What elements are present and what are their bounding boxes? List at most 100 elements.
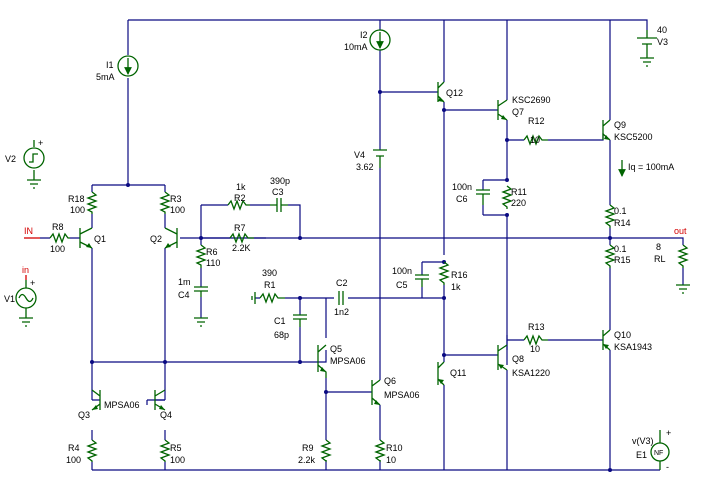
resistor-r12: R12 10 <box>523 116 548 146</box>
svg-text:NF: NF <box>654 450 663 457</box>
svg-text:C3: C3 <box>272 187 284 197</box>
svg-text:3.62: 3.62 <box>356 162 374 172</box>
svg-text:R16: R16 <box>451 270 468 280</box>
svg-text:+: + <box>38 138 43 148</box>
svg-text:MPSA06: MPSA06 <box>104 400 140 410</box>
svg-text:Q11: Q11 <box>450 368 466 378</box>
transistor-q1: Q1 <box>79 227 106 249</box>
svg-text:C4: C4 <box>178 290 190 300</box>
svg-text:Q12: Q12 <box>446 88 463 98</box>
svg-text:Q6: Q6 <box>384 376 396 386</box>
svg-text:40: 40 <box>657 25 667 35</box>
svg-text:5mA: 5mA <box>96 72 115 82</box>
svg-text:IN: IN <box>24 226 33 236</box>
svg-text:100: 100 <box>170 205 185 215</box>
svg-text:C2: C2 <box>336 278 348 288</box>
svg-text:10: 10 <box>530 344 540 354</box>
svg-text:100: 100 <box>70 205 85 215</box>
svg-text:MPSA06: MPSA06 <box>330 356 366 366</box>
svg-text:R4: R4 <box>68 443 80 453</box>
svg-text:R11: R11 <box>511 187 527 197</box>
svg-text:R6: R6 <box>206 247 218 257</box>
svg-text:110: 110 <box>206 258 220 268</box>
svg-text:v(V3): v(V3) <box>632 436 654 446</box>
current-source-i2: I2 10mA <box>344 29 391 52</box>
resistor-r7: R7 2.2K <box>229 223 254 253</box>
capacitor-c4: 1m C4 <box>178 277 208 327</box>
svg-text:100n: 100n <box>452 182 472 192</box>
transistor-q9: Q9 KSC5200 <box>602 119 653 142</box>
svg-text:RL: RL <box>654 254 666 264</box>
transistor-q4: Q4 MPSA06 <box>104 389 172 420</box>
svg-text:KSC5200: KSC5200 <box>614 132 653 142</box>
transistor-q8: Q8 KSA1220 <box>497 344 550 378</box>
iq-annotation: Iq = 100mA <box>618 160 674 177</box>
svg-text:KSA1943: KSA1943 <box>614 342 652 352</box>
out-port: out <box>674 226 687 236</box>
resistor-r9: R9 2.2k <box>298 439 332 465</box>
resistor-r10: R10 10 <box>374 439 403 465</box>
svg-text:KSA1220: KSA1220 <box>512 368 550 378</box>
svg-text:68p: 68p <box>274 330 289 340</box>
svg-text:C6: C6 <box>456 194 468 204</box>
svg-text:-: - <box>666 462 669 472</box>
svg-text:R2: R2 <box>234 193 246 203</box>
transistor-q7: KSC2690 Q7 <box>497 95 551 121</box>
resistor-r16: R16 1k <box>438 261 468 292</box>
resistor-r13: R13 10 <box>523 322 548 354</box>
svg-text:Q2: Q2 <box>150 234 162 244</box>
svg-text:100: 100 <box>170 455 185 465</box>
resistor-r8: R8 100 <box>49 222 70 254</box>
junction-dots <box>90 90 612 472</box>
svg-text:2.2K: 2.2K <box>232 243 251 253</box>
svg-text:I2: I2 <box>360 30 368 40</box>
wires <box>40 19 684 471</box>
svg-text:10: 10 <box>530 135 540 145</box>
svg-text:390p: 390p <box>270 176 290 186</box>
capacitor-c2: C2 1n2 <box>334 278 349 317</box>
svg-text:100n: 100n <box>392 266 412 276</box>
svg-text:8: 8 <box>656 242 661 252</box>
svg-text:Q10: Q10 <box>614 330 631 340</box>
svg-text:R9: R9 <box>302 443 314 453</box>
svg-text:I1: I1 <box>106 60 114 70</box>
svg-text:R1: R1 <box>264 280 276 290</box>
svg-text:220: 220 <box>511 198 526 208</box>
svg-text:1m: 1m <box>178 277 191 287</box>
capacitor-c3: 390p C3 <box>270 176 290 212</box>
svg-text:R10: R10 <box>386 443 403 453</box>
resistor-rl: 8 RL <box>654 242 690 294</box>
svg-text:V3: V3 <box>657 37 668 47</box>
svg-text:V1: V1 <box>4 294 15 304</box>
svg-text:+: + <box>666 428 671 438</box>
svg-text:C5: C5 <box>396 280 408 290</box>
svg-text:C1: C1 <box>274 316 286 326</box>
current-source-i1: I1 5mA <box>96 55 139 82</box>
svg-text:Q5: Q5 <box>330 344 342 354</box>
svg-text:Q4: Q4 <box>160 410 172 420</box>
resistor-r3: R3 100 <box>159 191 185 215</box>
svg-text:Iq = 100mA: Iq = 100mA <box>628 162 674 172</box>
svg-text:100: 100 <box>50 244 65 254</box>
svg-text:V4: V4 <box>354 150 365 160</box>
source-e1: NF + - v(V3) E1 <box>632 428 671 472</box>
svg-text:Q3: Q3 <box>78 410 90 420</box>
svg-text:0.1: 0.1 <box>614 206 627 216</box>
transistor-q2: Q2 <box>150 227 178 249</box>
svg-text:0.1: 0.1 <box>614 244 627 254</box>
resistor-r11: R11 220 <box>501 185 527 209</box>
resistor-r6: R6 110 <box>195 244 220 268</box>
svg-text:10: 10 <box>386 455 396 465</box>
transistor-q12: Q12 <box>437 81 463 103</box>
svg-text:+: + <box>30 278 35 288</box>
resistor-r2: 1k R2 <box>227 182 250 211</box>
svg-text:R3: R3 <box>170 194 182 204</box>
resistor-r15: 0.1 R15 <box>604 244 631 268</box>
svg-text:V2: V2 <box>5 154 16 164</box>
svg-text:in: in <box>22 265 29 275</box>
svg-text:Q1: Q1 <box>94 234 106 244</box>
svg-text:Q7: Q7 <box>512 107 524 117</box>
svg-text:10mA: 10mA <box>344 42 368 52</box>
source-v1: in + V1 <box>4 265 37 327</box>
svg-text:R5: R5 <box>170 443 182 453</box>
